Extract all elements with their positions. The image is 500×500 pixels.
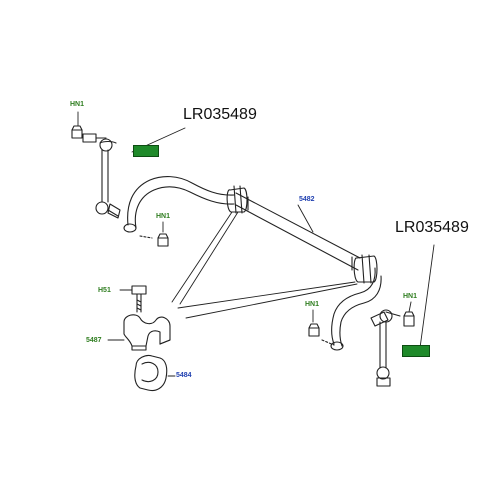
right-upper-nut: [403, 311, 415, 327]
bushing-clamp: [123, 314, 171, 351]
right-lower-nut: [308, 323, 335, 346]
hn1-label-far-right: HN1: [403, 293, 418, 300]
h51-label: H51: [98, 287, 111, 294]
bar-bushing-right: [353, 254, 378, 284]
right-link-tag: [402, 345, 430, 357]
right-drop-link: [370, 309, 401, 387]
left-upper-nut: [71, 125, 83, 139]
bush-5484-label: 5484: [176, 372, 192, 379]
hn1-label-top: HN1: [70, 101, 85, 108]
left-lower-nut: [139, 233, 169, 247]
hn1-label-right: HN1: [305, 301, 320, 308]
leader-lines: [77, 111, 435, 377]
left-link-part-number: LR035489: [183, 106, 257, 123]
rubber-bushing: [134, 354, 168, 392]
bar-5482-label: 5482: [299, 196, 315, 203]
clamp-bolt: [131, 285, 147, 313]
right-link-part-number: LR035489: [395, 219, 469, 236]
left-drop-link: [82, 133, 121, 219]
bar-bushing-left: [226, 185, 248, 214]
left-link-tag: [133, 145, 159, 157]
anti-roll-bar: [123, 176, 382, 351]
hn1-label-mid: HN1: [156, 213, 171, 220]
clamp-5487-label: 5487: [86, 337, 102, 344]
